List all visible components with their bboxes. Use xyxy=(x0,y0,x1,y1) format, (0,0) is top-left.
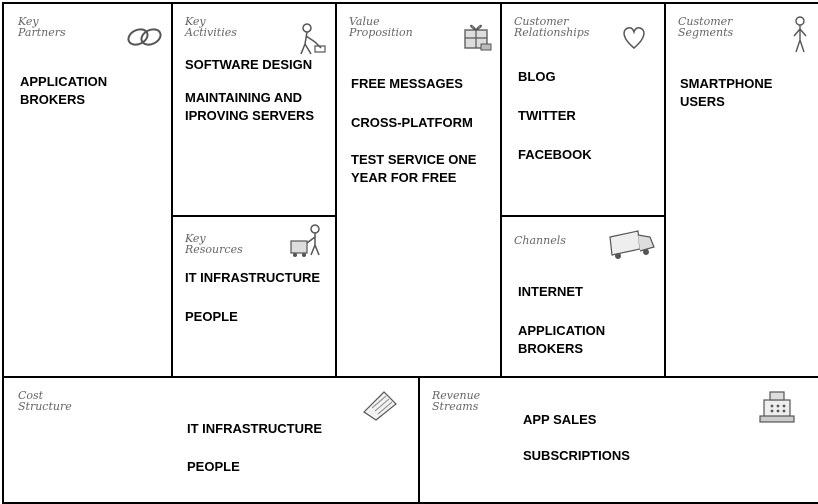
channels-item: APPLICATION BROKERS xyxy=(518,323,606,356)
cost-structure-item: PEOPLE xyxy=(187,459,240,474)
key-activities-item: SOFTWARE DESIGN xyxy=(185,57,313,72)
value-proposition-block: Value Proposition FREE MESSAGES CROSS-PL… xyxy=(335,2,502,378)
channels-block: Channels INTERNET APPLICATION BROKERS xyxy=(500,215,666,378)
key-resources-label: Key Resources xyxy=(185,232,243,256)
channels-label: Channels xyxy=(514,234,566,247)
gift-box-icon xyxy=(459,18,495,54)
key-resources-item: IT INFRASTRUCTURE xyxy=(185,270,321,285)
value-proposition-item: FREE MESSAGES xyxy=(351,76,463,91)
person-icon xyxy=(790,16,810,54)
customer-segments-label: Customer Segments xyxy=(678,15,734,39)
customer-relationships-item: TWITTER xyxy=(518,108,576,123)
receipt-icon xyxy=(360,390,400,422)
cash-register-icon xyxy=(756,386,796,424)
key-partners-block: Key Partners APPLICATION BROKERS xyxy=(2,2,173,378)
key-activities-block: Key Activities SOFTWARE DESIGN MAINTAINI… xyxy=(171,2,337,217)
cost-structure-item: IT INFRASTRUCTURE xyxy=(187,421,323,436)
revenue-streams-block: Revenue Streams APP SALES SUBSCRIPTIONS xyxy=(418,376,818,504)
heart-icon xyxy=(620,24,648,50)
key-partners-item: APPLICATION BROKERS xyxy=(20,74,108,107)
customer-relationships-label: Customer Relationships xyxy=(514,15,590,39)
revenue-streams-label: Revenue Streams xyxy=(432,389,481,413)
value-proposition-item: TEST SERVICE ONE YEAR FOR FREE xyxy=(351,152,477,185)
customer-segments-item: SMARTPHONE USERS xyxy=(680,76,773,109)
key-activities-item: MAINTAINING AND IPROVING SERVERS xyxy=(185,90,315,123)
value-proposition-item: CROSS-PLATFORM xyxy=(351,115,473,130)
revenue-streams-item: SUBSCRIPTIONS xyxy=(523,448,630,463)
cost-structure-block: Cost Structure IT INFRASTRUCTURE PEOPLE xyxy=(2,376,420,504)
value-proposition-label: Value Proposition xyxy=(349,15,413,39)
customer-segments-block: Customer Segments SMARTPHONE USERS xyxy=(664,2,818,378)
revenue-streams-item: APP SALES xyxy=(523,412,597,427)
key-resources-item: PEOPLE xyxy=(185,309,238,324)
customer-relationships-item: FACEBOOK xyxy=(518,147,592,162)
channels-item: INTERNET xyxy=(518,284,583,299)
worker-with-cart-icon xyxy=(289,223,327,259)
truck-icon xyxy=(608,229,656,261)
customer-relationships-block: Customer Relationships BLOG TWITTER FACE… xyxy=(500,2,666,217)
worker-icon xyxy=(293,22,327,56)
key-partners-label: Key Partners xyxy=(18,15,66,39)
cost-structure-label: Cost Structure xyxy=(18,389,72,413)
key-activities-label: Key Activities xyxy=(185,15,237,39)
customer-relationships-item: BLOG xyxy=(518,69,556,84)
key-resources-block: Key Resources IT INFRASTRUCTURE PEOPLE xyxy=(171,215,337,378)
chain-link-icon xyxy=(126,24,164,50)
